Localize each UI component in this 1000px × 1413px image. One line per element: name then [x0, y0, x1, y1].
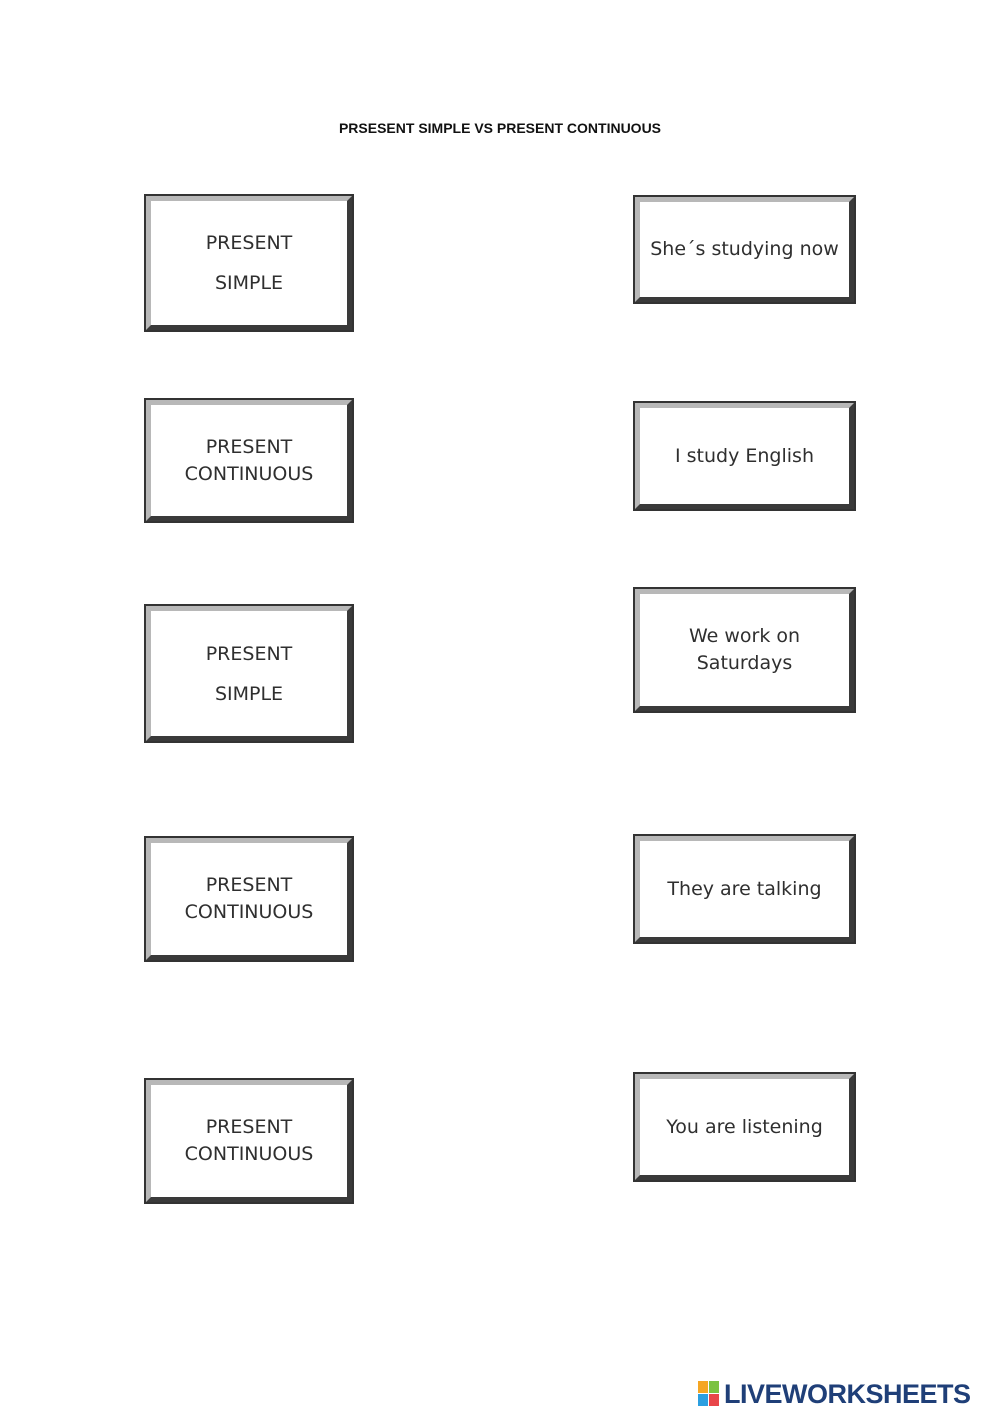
right-card-4[interactable]: They are talking [633, 834, 856, 944]
left-card-4[interactable]: PRESENT CONTINUOUS [144, 836, 354, 962]
card-text-line1: We work on [688, 625, 801, 647]
card-text-line1: You are listening [666, 1115, 823, 1138]
card-text-line1: I study English [675, 444, 814, 467]
liveworksheets-logo-icon [698, 1381, 720, 1407]
card-text-line1: PRESENT [205, 1116, 293, 1138]
card-text-line2: Saturdays [696, 652, 793, 674]
card-text-line2: CONTINUOUS [184, 901, 314, 923]
card-text-line1: PRESENT [205, 642, 293, 665]
left-card-1[interactable]: PRESENT SIMPLE [144, 194, 354, 332]
card-text-line2: CONTINUOUS [184, 462, 314, 485]
left-card-2[interactable]: PRESENT CONTINUOUS [144, 398, 354, 523]
card-text-line1: PRESENT [205, 232, 293, 254]
worksheet-title: PRSESENT SIMPLE VS PRESENT CONTINUOUS [338, 120, 662, 136]
right-card-2[interactable]: I study English [633, 401, 856, 511]
right-card-3[interactable]: We work on Saturdays [633, 587, 856, 713]
left-card-5[interactable]: PRESENT CONTINUOUS [144, 1078, 354, 1204]
liveworksheets-logo[interactable]: LIVEWORKSHEETS [698, 1376, 971, 1412]
brand-name: LIVEWORKSHEETS [724, 1378, 971, 1409]
card-text-line1: PRESENT [205, 435, 293, 458]
left-card-3[interactable]: PRESENT SIMPLE [144, 604, 354, 743]
card-text-line2: SIMPLE [214, 272, 284, 294]
right-card-5[interactable]: You are listening [633, 1072, 856, 1182]
card-text-line1: They are talking [667, 877, 822, 900]
card-text-line2: SIMPLE [214, 682, 284, 705]
right-card-1[interactable]: She´s studying now [633, 195, 856, 304]
card-text-line1: She´s studying now [650, 238, 839, 260]
card-text-line1: PRESENT [205, 874, 293, 896]
card-text-line2: CONTINUOUS [184, 1143, 314, 1165]
